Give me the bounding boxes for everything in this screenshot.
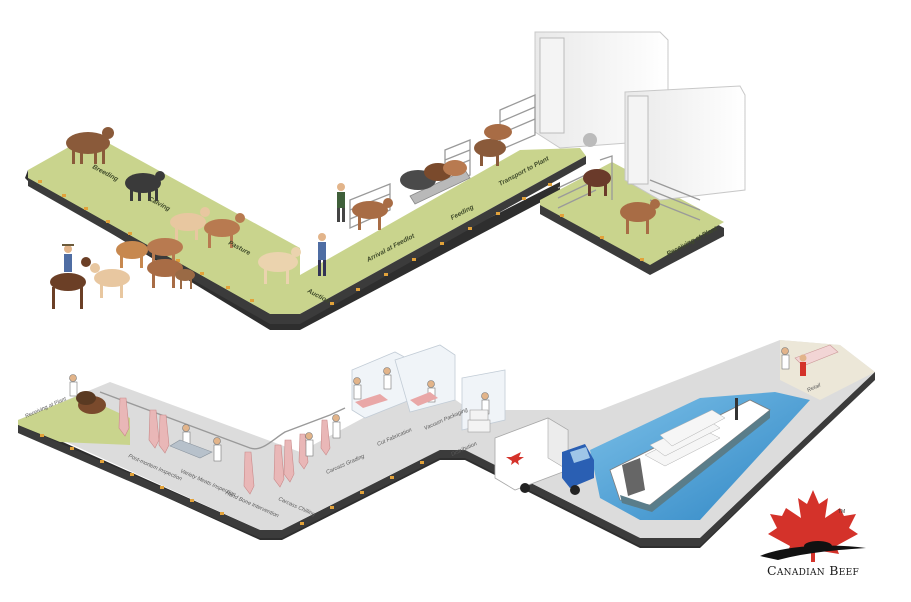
stage-label-retail: Retail <box>806 382 822 394</box>
feedlot-worker <box>337 183 345 222</box>
carcasses <box>118 397 331 495</box>
brand-name: Canadian Beef <box>766 563 860 578</box>
plant-workers <box>69 347 790 462</box>
delivery-truck <box>494 417 594 495</box>
livestock-trailer-front <box>624 85 746 201</box>
cargo-ship <box>609 398 771 512</box>
overhead-rail <box>99 391 346 450</box>
trademark-mark: TM <box>838 509 846 515</box>
bottom-cattle <box>76 391 106 414</box>
canadian-beef-logo: TM Canadian Beef <box>748 486 878 586</box>
auctioneer <box>318 233 326 276</box>
processing-tables <box>169 392 438 459</box>
cattle <box>66 124 660 298</box>
fences <box>349 94 701 230</box>
retail-counter <box>794 344 839 376</box>
top-platform <box>25 134 586 330</box>
rancher-on-horse <box>50 244 91 309</box>
maple-leaf-icon <box>760 490 866 562</box>
boxes-pallet <box>467 409 491 433</box>
